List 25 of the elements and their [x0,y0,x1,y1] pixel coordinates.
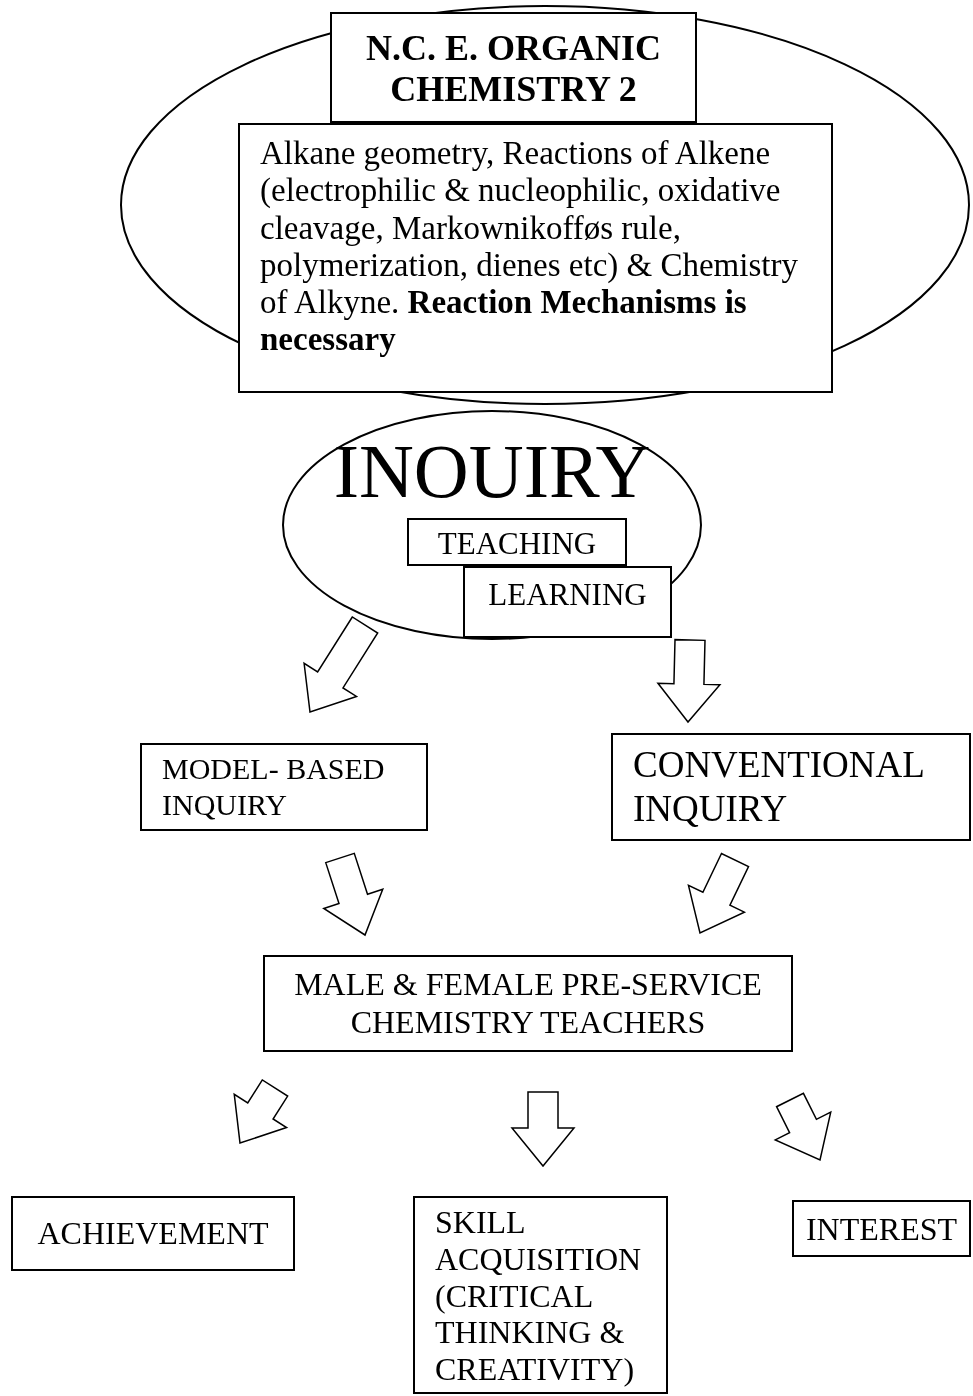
oval-label: INOUIRY [332,430,652,514]
block-arrow [233,1078,289,1144]
box-label: SKILL ACQUISITION (CRITICAL THINKING & CREATIVITY) [435,1204,643,1388]
block-arrow [510,1091,576,1168]
block-arrow [687,852,750,935]
text-box [11,1196,295,1271]
box-label: LEARNING [487,576,648,614]
box-label: MALE & FEMALE PRE-SERVICE CHEMISTRY TEACHERS [293,965,763,1042]
block-arrow [322,852,385,937]
text-box [407,518,627,566]
box-label: CONVENTIONAL INQUIRY [633,743,925,832]
box-label: TEACHING [436,525,598,563]
box-label: Alkane geometry, Reactions of Alkene (electrophilic & nucleophilic, oxidative cleavage, Markownikofføs rule, polymerization, dienes etc) & Chemistry of Alkyne. Reaction Mechanisms is necessary [260,135,799,359]
box-label: N.C. E. ORGANIC CHEMISTRY 2 [365,28,662,111]
box-label: INTEREST [804,1210,959,1249]
text-box [263,955,793,1052]
block-arrow [303,615,379,713]
box-label: ACHIEVEMENT [36,1214,270,1253]
block-arrow [773,1092,832,1162]
text-box [413,1196,668,1394]
text-box [611,733,971,841]
text-box [792,1200,971,1257]
box-label: MODEL- BASED INQUIRY [162,751,386,823]
block-arrow [656,638,722,724]
text-box [140,743,428,831]
